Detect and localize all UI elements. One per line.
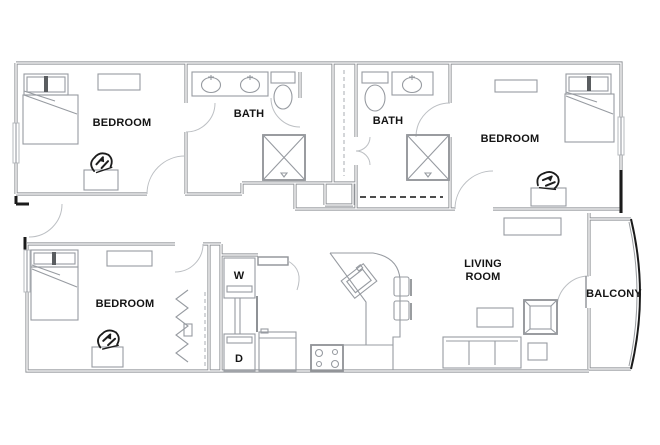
balcony: BALCONY <box>586 218 642 370</box>
sofa-icon <box>442 336 522 369</box>
door-arc-bedroom-top-right <box>454 170 494 210</box>
washer-icon: W <box>223 257 256 299</box>
bed-icon <box>30 249 79 321</box>
bed-icon <box>564 73 615 143</box>
stove-icon <box>310 344 344 372</box>
doors <box>28 97 590 309</box>
closet-shelf <box>183 323 193 337</box>
side-table-icon <box>527 342 548 361</box>
bar-stool-icon <box>393 300 412 321</box>
balcony-curve <box>630 218 641 370</box>
living-room: LIVING ROOM <box>442 217 562 369</box>
window-bedroom-top-left <box>12 122 20 164</box>
door-arc-bedroom-bottom-left <box>174 243 204 273</box>
coffee-table-icon <box>476 307 514 328</box>
bedroom-top-right: BEDROOM <box>481 73 615 207</box>
kitchen-counter <box>329 252 401 370</box>
desk-icon <box>91 346 124 368</box>
console-table-icon <box>503 217 562 236</box>
walls <box>14 61 631 373</box>
vanity-sink-icon <box>391 71 434 96</box>
door-arc-bath-left-compartment <box>270 97 301 128</box>
bedroom-bottom-left: BEDROOM <box>30 249 206 368</box>
living-room-label-line2: ROOM <box>465 271 500 283</box>
dresser-icon <box>106 250 153 267</box>
closet-accordion-door <box>175 289 206 368</box>
door-arc-balcony <box>556 275 590 309</box>
door-arc-bath-left <box>185 102 216 133</box>
living-room-label-line1: LIVING <box>464 258 502 270</box>
door-arc-entry <box>28 203 63 238</box>
windows <box>12 116 625 293</box>
window-bedroom-top-right <box>617 116 625 156</box>
window-bedroom-bottom-left <box>23 249 31 293</box>
mid-closets <box>343 70 443 198</box>
armchair-icon <box>523 299 558 335</box>
dryer-label: D <box>235 353 243 365</box>
desk-icon <box>83 169 119 191</box>
bedroom-top-right-label: BEDROOM <box>481 133 540 145</box>
bath-right-label: BATH <box>373 115 404 127</box>
door-laundry-closet <box>257 256 300 291</box>
bedroom-top-left-label: BEDROOM <box>93 117 152 129</box>
desk-icon <box>530 187 567 207</box>
bar-stool-icon <box>393 276 412 297</box>
door-arc-bath-right <box>415 102 451 138</box>
laundry-closet: W D <box>223 257 256 372</box>
balcony-label: BALCONY <box>586 288 642 300</box>
shower-icon <box>406 134 450 181</box>
toilet-icon <box>361 71 389 112</box>
dryer-icon: D <box>223 333 256 372</box>
wall-black-accents <box>14 170 623 259</box>
shower-icon <box>262 134 306 181</box>
bath-left: BATH <box>191 71 306 181</box>
bath-right: BATH <box>361 71 450 181</box>
vanity-sinks-icon <box>191 71 269 97</box>
bath-left-label: BATH <box>234 108 265 120</box>
bedroom-top-left: BEDROOM <box>22 73 152 191</box>
door-arc-bedroom-top-left <box>146 155 186 195</box>
washer-dryer-stack-lines <box>234 298 241 334</box>
dresser-icon <box>97 73 141 91</box>
bedroom-bottom-left-label: BEDROOM <box>96 298 155 310</box>
toilet-icon <box>270 71 296 110</box>
fridge-icon <box>258 328 297 372</box>
bed-icon <box>22 73 79 145</box>
kitchen <box>258 252 412 372</box>
dresser-icon <box>494 79 538 93</box>
kitchen-sink-icon <box>340 262 378 300</box>
door-arc-bath-right-bifold <box>355 136 371 166</box>
washer-label: W <box>234 270 245 282</box>
